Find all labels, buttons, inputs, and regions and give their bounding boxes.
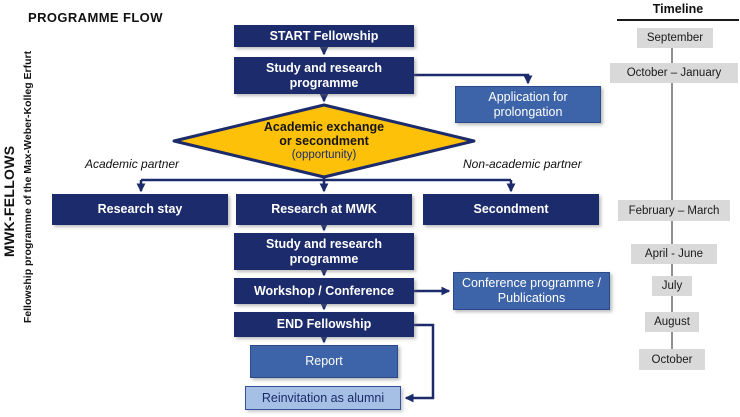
flow-node-research-stay: Research stay [52, 194, 228, 225]
page-title: PROGRAMME FLOW [28, 10, 163, 25]
timeline-item-february-march: February – March [618, 200, 730, 221]
timeline-item-october-january: October – January [610, 63, 738, 83]
flow-node-conference-publications: Conference programme / Publications [453, 272, 610, 310]
flow-node-workshop-conference: Workshop / Conference [234, 278, 414, 304]
flow-node-secondment: Secondment [423, 194, 599, 225]
branch-label-non-academic-partner: Non-academic partner [463, 157, 582, 171]
flow-decision-diamond: Academic exchange or secondment (opportu… [171, 103, 477, 179]
timeline-axis-line [671, 48, 673, 350]
flow-node-research-at-mwk: Research at MWK [236, 194, 412, 225]
decision-line3: (opportunity) [291, 148, 357, 161]
flow-node-start-fellowship: START Fellowship [234, 25, 414, 47]
timeline-item-august: August [645, 312, 699, 332]
flow-node-application-prolongation: Application for prolongation [455, 86, 601, 123]
diamond-shape [172, 103, 476, 179]
timeline-item-july: July [652, 276, 692, 296]
flow-node-reinvitation-alumni: Reinvitation as alumni [245, 386, 401, 410]
timeline-title: Timeline [652, 2, 704, 16]
arrow-study-to-application [414, 73, 533, 85]
flow-node-study-research-2: Study and research programme [234, 233, 414, 270]
decision-label: Academic exchange or secondment (opportu… [171, 103, 477, 179]
timeline-item-october: October [639, 349, 705, 370]
timeline-item-september: September [637, 28, 713, 48]
decision-line1: Academic exchange [263, 120, 385, 135]
flow-node-end-fellowship: END Fellowship [234, 312, 414, 337]
timeline-item-april-june: April - June [631, 244, 717, 264]
branch-label-academic-partner: Academic partner [85, 157, 180, 171]
flow-node-study-research-1: Study and research programme [234, 57, 414, 94]
flow-node-report: Report [250, 345, 398, 378]
sidebar-programme-subtitle: Fellowship programme of the Max-Weber-Ko… [22, 50, 34, 324]
timeline-underline [617, 19, 739, 21]
decision-line2: or secondment [279, 134, 369, 149]
sidebar-programme-name: MWK-FELLOWS [1, 145, 17, 257]
